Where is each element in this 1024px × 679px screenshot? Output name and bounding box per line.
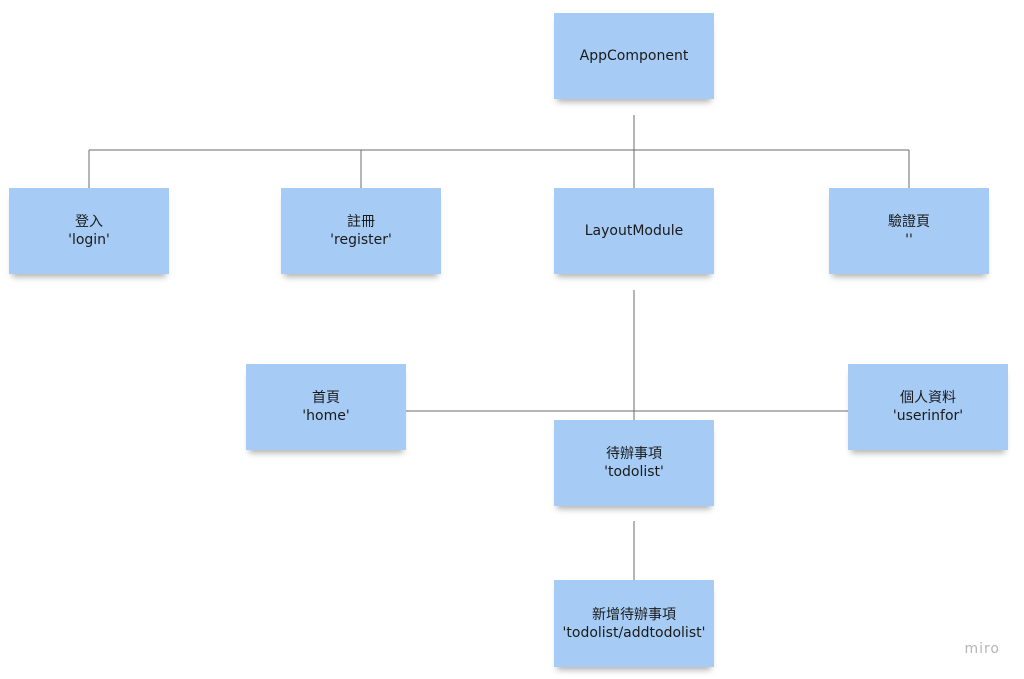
sticky-note-title: 新增待辦事項 [592,606,676,623]
sticky-note-home[interactable]: 首頁 'home' [246,364,406,450]
sticky-note-title: 登入 [75,214,103,230]
sticky-note-title: 驗證頁 [888,214,930,230]
sticky-note-route: 'home' [302,408,350,424]
sticky-note-verify[interactable]: 驗證頁 '' [829,188,989,274]
sticky-note-route: 'userinfor' [892,408,964,424]
sticky-note-app-component[interactable]: AppComponent [554,13,714,99]
sticky-note-title: LayoutModule [584,223,684,239]
sticky-note-title: 個人資料 [900,390,956,406]
sticky-note-route: '' [905,232,913,248]
sticky-note-title: AppComponent [579,48,689,64]
sticky-note-register[interactable]: 註冊 'register' [281,188,441,274]
sticky-note-layout-module[interactable]: LayoutModule [554,188,714,274]
sticky-note-route: 'todolist' [604,464,664,480]
sticky-note-title: 待辦事項 [606,446,662,462]
sticky-note-title: 首頁 [312,390,340,406]
sticky-note-todolist[interactable]: 待辦事項 'todolist' [554,420,714,506]
sticky-note-add-todo[interactable]: 新增待辦事項 'todolist/addtodolist' [554,580,714,667]
sticky-note-login[interactable]: 登入 'login' [9,188,169,274]
sticky-note-userinfo[interactable]: 個人資料 'userinfor' [848,364,1008,450]
sticky-note-route: 'register' [330,232,392,248]
sticky-note-route: 'login' [68,232,110,248]
sticky-note-route: 'todolist/addtodolist' [562,624,706,641]
sticky-note-title: 註冊 [347,214,375,230]
miro-watermark: miro [964,641,1000,657]
